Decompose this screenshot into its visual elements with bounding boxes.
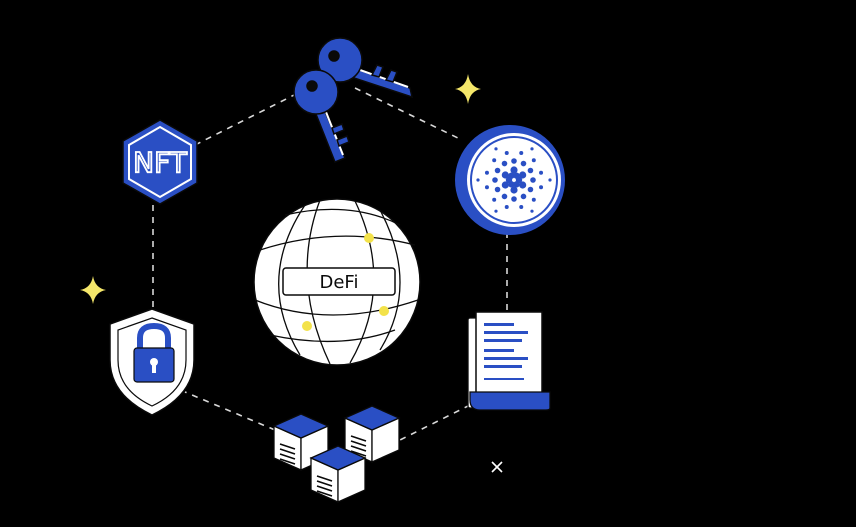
document-scroll-icon: [467, 311, 551, 411]
cardano-dots: [476, 147, 552, 213]
keys-icon: [293, 37, 414, 163]
defi-label-box: DeFi: [282, 267, 396, 296]
defi-label: DeFi: [320, 272, 359, 293]
connection-lines: [152, 87, 508, 441]
sparkle-icon: [80, 276, 106, 304]
nft-hexagon-icon: NFT: [122, 119, 198, 205]
blockchain-cubes-icon: [272, 405, 401, 504]
padlock-shield-icon: [109, 308, 195, 416]
cross-sparkle-icon: [491, 461, 503, 473]
sparkle-icon: [455, 74, 481, 104]
cube-block: [272, 413, 330, 472]
cardano-coin-icon: [455, 125, 565, 235]
cube-block: [343, 405, 401, 464]
cube-block: [309, 445, 367, 504]
nft-text: NFT: [133, 146, 188, 179]
